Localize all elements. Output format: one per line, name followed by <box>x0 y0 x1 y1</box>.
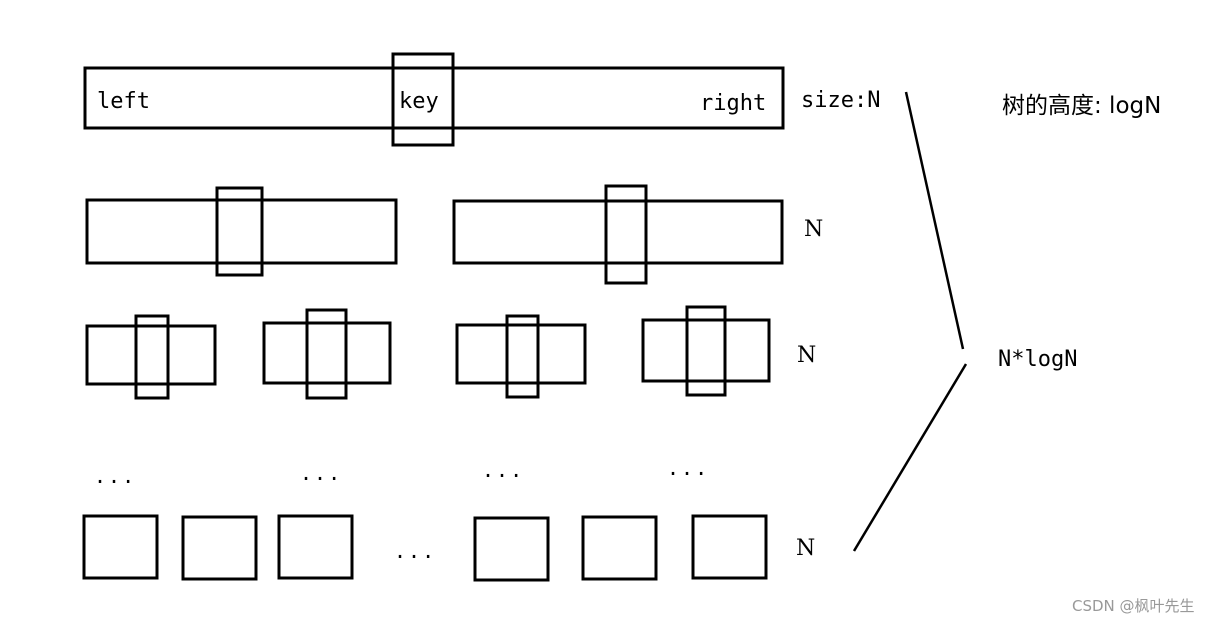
subarray-level-1 <box>85 198 398 265</box>
key-box-level-0 <box>391 52 455 147</box>
left-label: left <box>97 89 150 114</box>
level-0: left key right size:N <box>83 52 880 147</box>
watermark: CSDN @枫叶先生 <box>1072 597 1195 615</box>
level-1-n-label: N <box>804 217 823 242</box>
leaf-box <box>277 514 354 580</box>
brace-upper-line <box>904 91 965 350</box>
brace-lower-line <box>852 363 968 552</box>
level-2-n-label: N <box>797 343 816 368</box>
key-box-level-1 <box>604 184 648 285</box>
leaf-box <box>181 515 258 581</box>
key-box-level-2 <box>305 308 348 400</box>
total-brace: N*logN 树的高度: logN <box>852 91 1161 552</box>
ellipsis: ... <box>94 464 136 488</box>
level-1: N <box>85 184 823 285</box>
leaf-box <box>473 516 550 582</box>
key-label: key <box>399 89 439 114</box>
array-level-0 <box>83 66 785 130</box>
ellipsis: ... <box>667 456 709 480</box>
key-box-level-2 <box>134 314 170 400</box>
size-label: size:N <box>801 88 880 113</box>
tree-height-label: 树的高度: logN <box>1002 93 1161 119</box>
leaf-box <box>691 514 768 580</box>
key-box-level-2 <box>505 314 540 399</box>
leaf-box <box>581 515 658 581</box>
ellipsis: ... <box>482 458 524 482</box>
right-label: right <box>700 91 766 116</box>
ellipsis-row: ... ... ... ... <box>94 456 709 488</box>
subarray-level-2 <box>455 323 587 385</box>
leaf-level: ... N <box>82 514 815 582</box>
subarray-level-2 <box>641 318 771 383</box>
ellipsis: ... <box>394 539 436 563</box>
subarray-level-2 <box>262 321 392 385</box>
total-complexity-label: N*logN <box>998 347 1077 372</box>
level-2: N <box>85 305 816 400</box>
subarray-level-2 <box>85 324 217 386</box>
subarray-level-1 <box>452 199 784 265</box>
leaf-box <box>82 514 159 580</box>
leaf-n-label: N <box>796 536 815 561</box>
key-box-level-2 <box>685 305 727 397</box>
ellipsis: ... <box>300 461 342 485</box>
key-box-level-1 <box>215 186 264 277</box>
